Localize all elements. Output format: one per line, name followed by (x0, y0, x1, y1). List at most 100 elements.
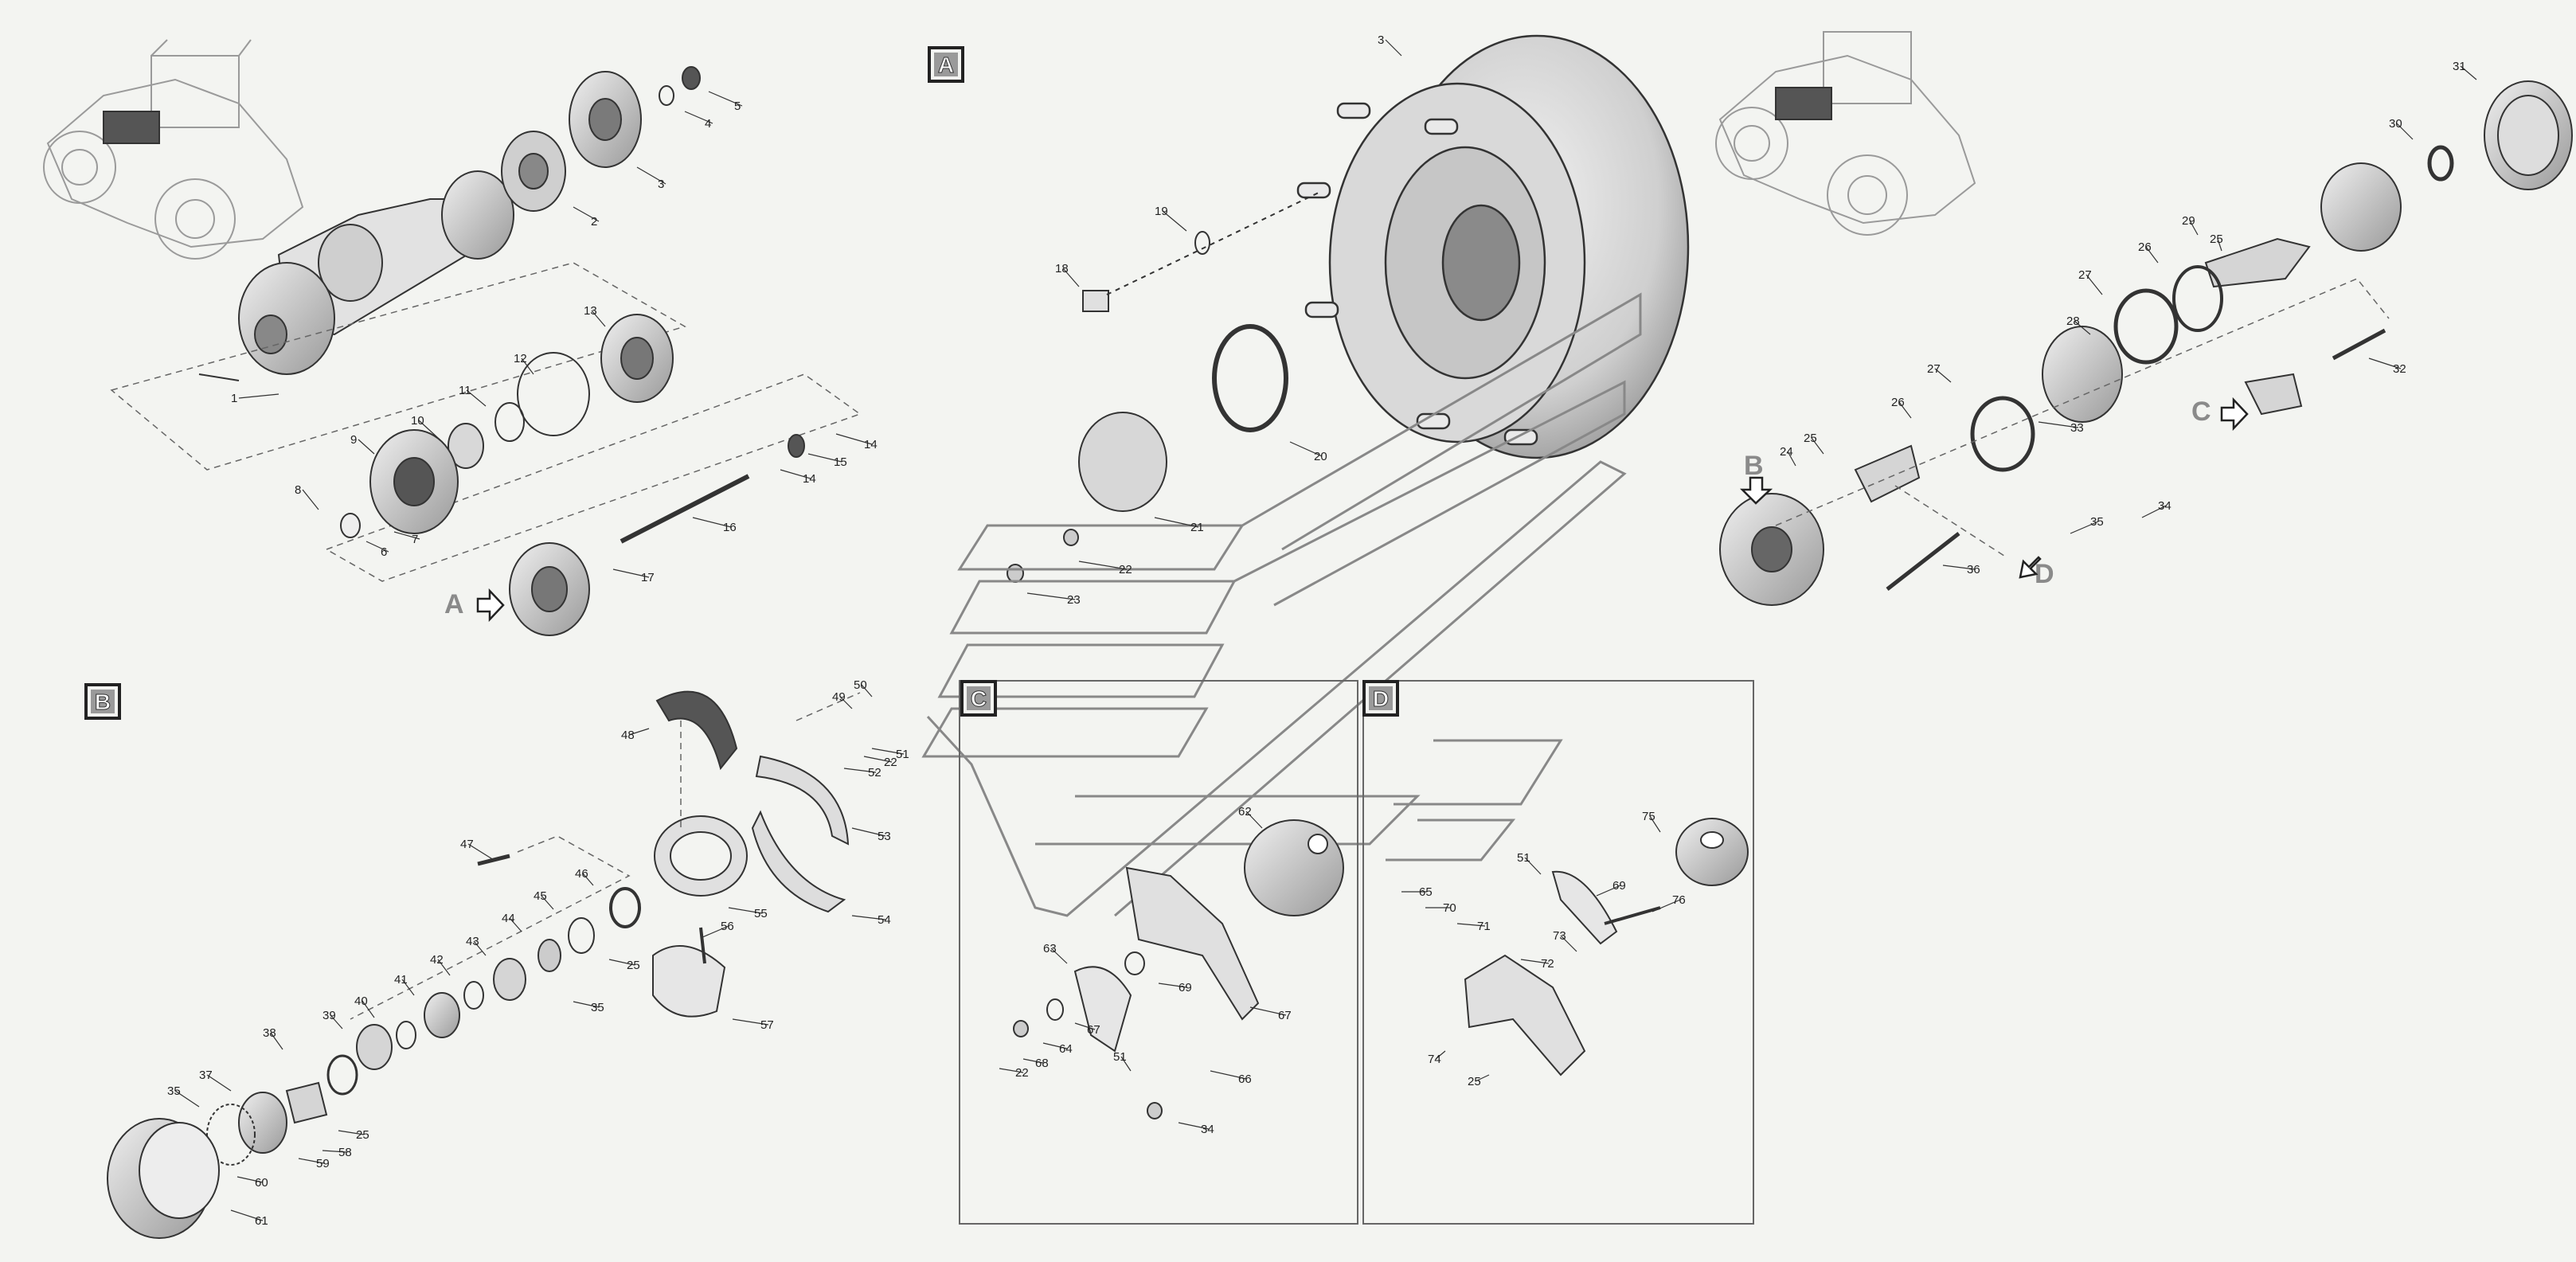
callout-leader (2189, 220, 2199, 236)
callout-leader (330, 1014, 343, 1030)
callout-number: 61 (255, 1214, 268, 1228)
callout-leader (418, 420, 439, 439)
callout-leader (1026, 592, 1076, 600)
callout-number: 14 (803, 472, 816, 486)
callout-leader (174, 1090, 200, 1108)
callout-number: 30 (2389, 117, 2402, 131)
callout-leader (692, 517, 732, 528)
callout-leader (358, 439, 375, 455)
callout-leader (573, 206, 600, 222)
callout-leader (322, 1150, 347, 1153)
callout-leader (807, 453, 842, 463)
callout-leader (1074, 1022, 1096, 1030)
section-d-frame (1362, 680, 1754, 1225)
brake-drum-main (1296, 34, 1690, 459)
callout-number: 5 (734, 100, 741, 113)
callout-leader (2368, 358, 2402, 369)
section-letter: C (971, 686, 987, 711)
callout-number: 39 (322, 1009, 336, 1022)
callout-leader (1162, 210, 1187, 232)
callout-leader (684, 111, 713, 124)
callout-labels: 1234567891011121314141516173181920212223… (167, 33, 2477, 1228)
callout-leader (608, 959, 635, 966)
view-arrow-a: A (444, 588, 505, 623)
view-arrow-letter: D (2035, 559, 2054, 589)
callout-leader (401, 979, 415, 996)
section-letter: A (938, 53, 954, 77)
callout-number: 49 (832, 690, 846, 704)
callout-number: 23 (1067, 593, 1081, 607)
callout-number: 25 (1804, 432, 1817, 445)
view-arrow-letter: C (2191, 397, 2211, 427)
callout-leader (521, 358, 534, 375)
callout-number: 25 (2210, 232, 2223, 246)
assembly-guide-lines-b (350, 692, 861, 1020)
callout-number: 13 (584, 304, 597, 318)
callout-number: 68 (1035, 1057, 1049, 1070)
callout-leader (1942, 565, 1976, 570)
callout-leader (1435, 1050, 1446, 1060)
callout-number: 34 (1201, 1123, 1214, 1136)
arrow-up-left-icon (2019, 556, 2042, 579)
callout-number: 48 (621, 729, 635, 742)
callout-leader (2145, 246, 2159, 264)
callout-number: 20 (1314, 450, 1327, 463)
wheel-hub-parts-top (501, 66, 701, 212)
callout-number: 54 (878, 913, 891, 927)
callout-leader (473, 940, 487, 956)
callout-number: 15 (834, 455, 847, 469)
callout-leader (466, 389, 487, 407)
callout-leader (591, 310, 606, 327)
callout-number: 8 (295, 483, 301, 497)
callout-leader (1249, 1006, 1287, 1016)
view-arrow-letter: B (1744, 451, 1764, 481)
callout-leader (2070, 521, 2099, 534)
callout-number: 26 (2138, 240, 2152, 254)
callout-number: 51 (896, 748, 909, 761)
section-box-fill (91, 690, 115, 713)
callout-number: 31 (2453, 60, 2466, 73)
callout-leader (1524, 857, 1542, 875)
callout-leader (230, 1209, 264, 1221)
callout-number: 22 (1119, 563, 1132, 576)
callout-number: 70 (1443, 901, 1456, 915)
callout-number: 51 (1113, 1050, 1127, 1064)
callout-leader (573, 1001, 600, 1008)
callout-leader (1154, 517, 1199, 528)
callout-leader (1210, 1070, 1247, 1080)
brake-chamber-d (1464, 818, 1749, 1076)
callout-leader (1649, 815, 1661, 833)
callout-leader (2141, 505, 2167, 518)
callout-leader (1078, 561, 1128, 570)
callout-number: 66 (1238, 1073, 1252, 1086)
callout-leader (2074, 320, 2091, 335)
callout-number: 25 (1468, 1075, 1481, 1088)
callout-leader (1245, 811, 1263, 829)
callout-number: 25 (356, 1128, 369, 1142)
callout-number: 32 (2393, 362, 2406, 376)
callout-number: 12 (514, 352, 527, 365)
callout-leader (236, 1176, 264, 1183)
callout-number: 38 (263, 1026, 276, 1040)
callout-leader (467, 843, 494, 861)
callout-number: 40 (354, 994, 368, 1008)
callout-number: 67 (1087, 1023, 1100, 1037)
callout-leader (999, 1068, 1024, 1073)
callout-number: 44 (502, 912, 515, 925)
callout-number: 45 (534, 889, 547, 903)
section-box-fill (934, 53, 958, 76)
callout-leader (1022, 1058, 1044, 1064)
callout-number: 42 (430, 953, 444, 967)
arrow-right-icon (2220, 397, 2249, 432)
section-box-fill (967, 686, 991, 710)
callout-leader (270, 1032, 283, 1050)
callout-number: 69 (1179, 981, 1192, 994)
planetary-parts-left (340, 314, 805, 636)
callout-leader (302, 489, 319, 510)
callout-leader (1811, 437, 1824, 455)
steering-axle-parts (1719, 80, 2573, 606)
callout-number: 26 (1891, 396, 1905, 409)
callout-leader (1475, 1074, 1490, 1082)
callout-leader (437, 959, 451, 976)
callout-number: 52 (868, 766, 881, 779)
